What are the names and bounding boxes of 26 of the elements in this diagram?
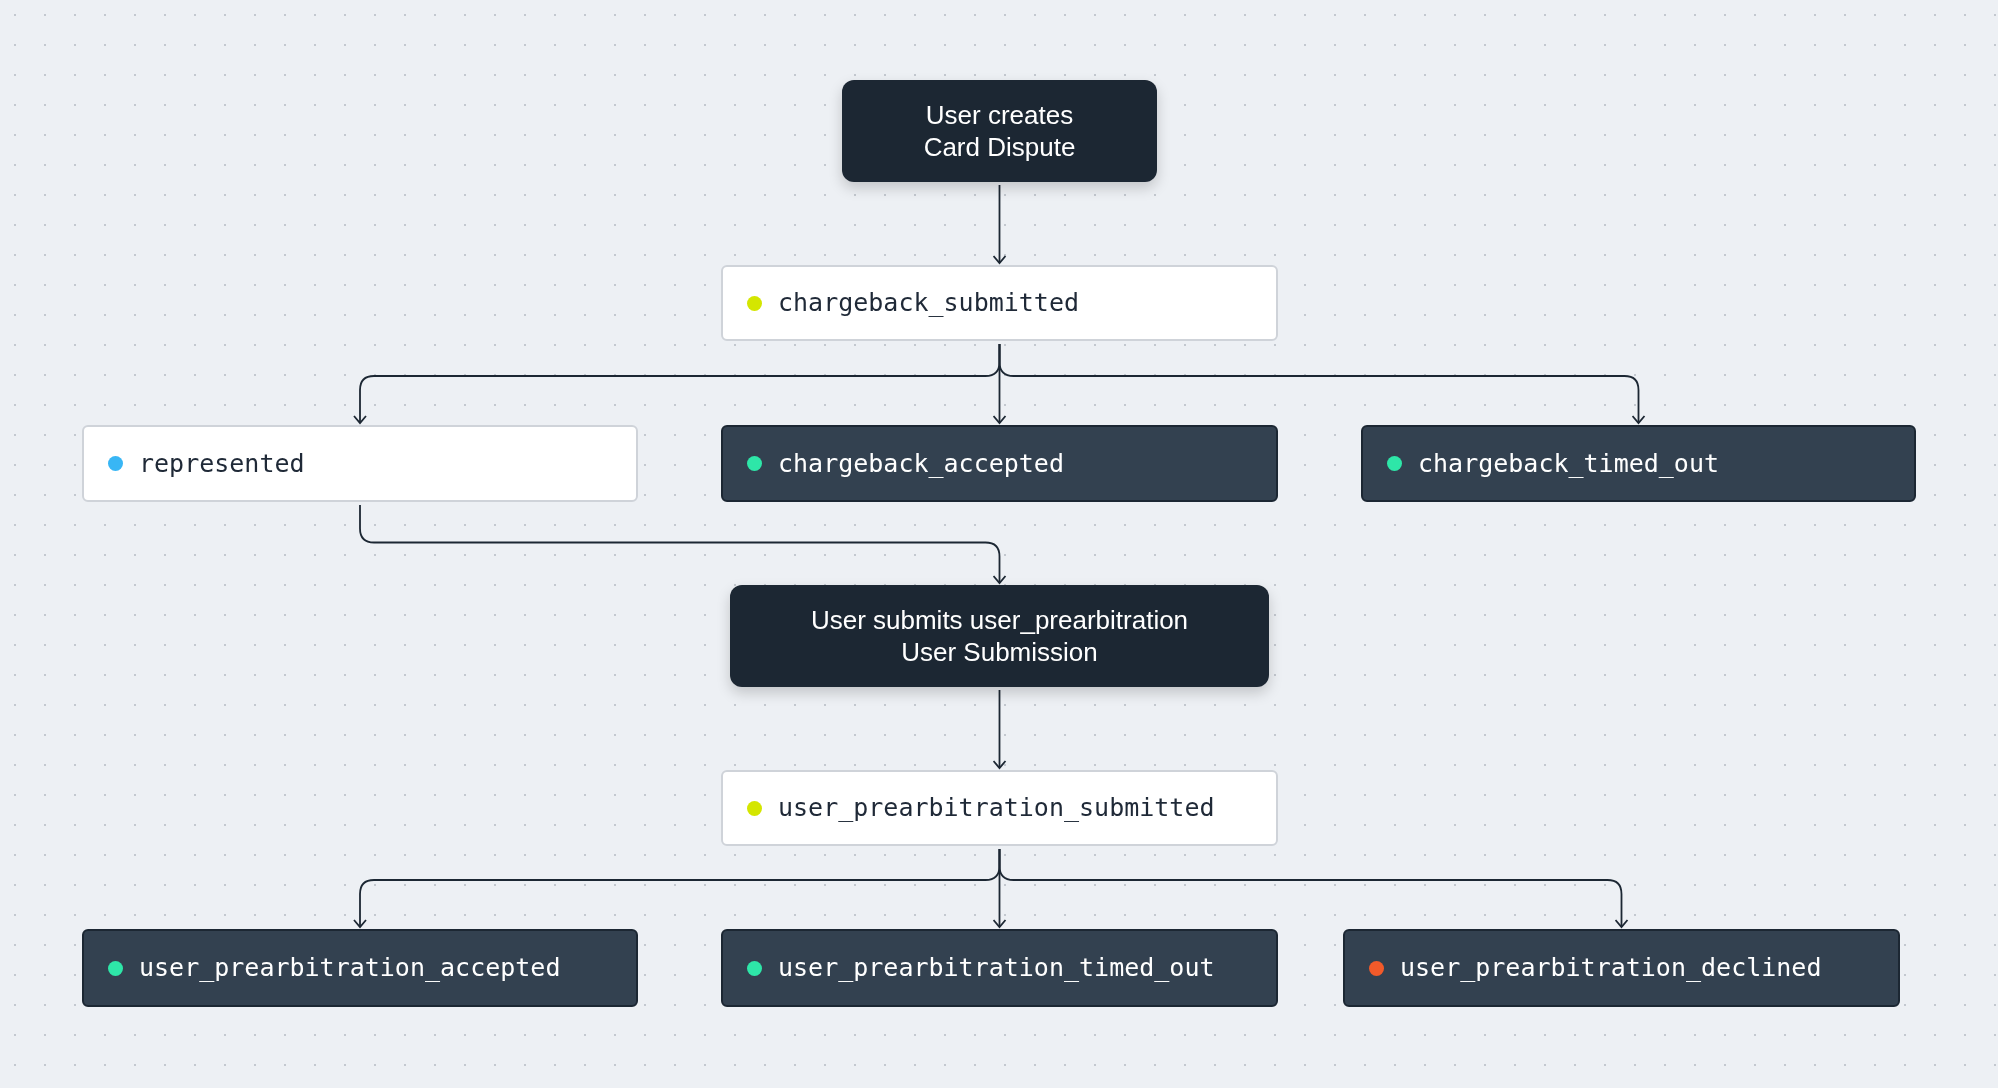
status-box: [1361, 425, 1916, 502]
status-label: represented: [139, 447, 305, 480]
status-box: [721, 425, 1278, 502]
event-label: User Submission: [901, 636, 1098, 668]
status-label: user_prearbitration_timed_out: [778, 952, 1215, 985]
status-label: chargeback_submitted: [778, 287, 1080, 320]
status-box: [82, 929, 638, 1007]
arrow: [359, 504, 1007, 584]
status-label: user_prearbitration_declined: [1400, 952, 1822, 985]
status-box: [82, 425, 638, 502]
event-box: [730, 585, 1269, 687]
arrow: [998, 848, 1629, 928]
status-label: chargeback_timed_out: [1418, 447, 1720, 480]
status-box: [1343, 929, 1900, 1007]
status-label: user_prearbitration_submitted: [778, 792, 1215, 825]
status-box: [721, 770, 1278, 846]
status-label: chargeback_accepted: [778, 447, 1064, 480]
status-box: [721, 265, 1278, 341]
status-box: [721, 929, 1278, 1007]
arrow: [998, 343, 1646, 424]
status-label: user_prearbitration_accepted: [139, 952, 561, 985]
event-label: User submits user_prearbitration: [810, 604, 1189, 636]
arrow: [992, 184, 1007, 264]
event-box: [842, 80, 1157, 182]
event-label: User creates Card Dispute: [922, 99, 1077, 163]
arrow: [992, 689, 1007, 769]
